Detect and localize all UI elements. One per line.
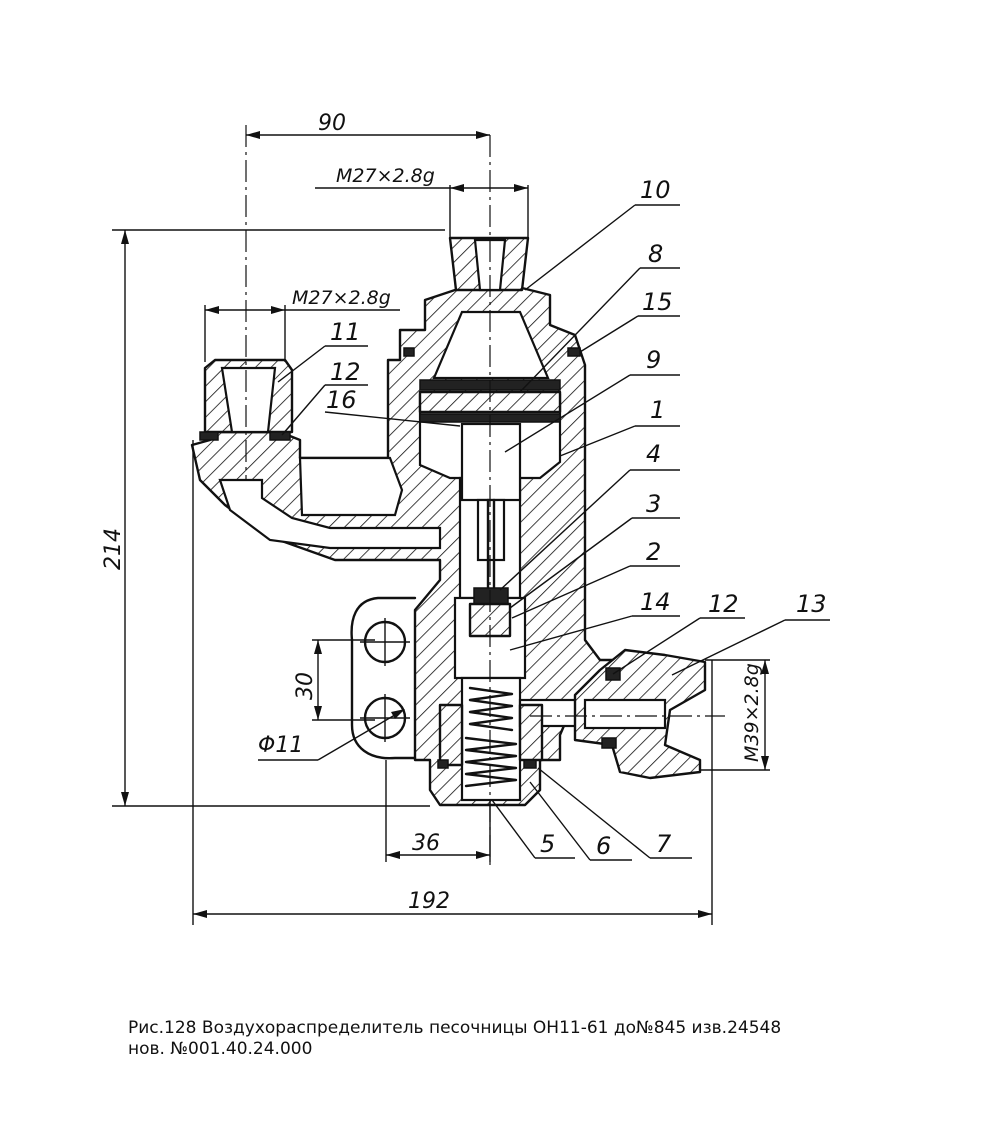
svg-text:10: 10 [640,176,671,204]
callout-2: 2 [511,538,680,619]
dim-214-label: 214 [101,528,126,570]
seal-left-top [403,347,415,357]
svg-text:5: 5 [540,830,555,858]
right-thread-label: M39×2.8g [741,663,763,762]
left-thread-label: M27×2.8g [292,287,391,309]
figure-caption: Рис.128 Воздухораспределитель песочницы … [128,1018,888,1060]
dim-90-label: 90 [318,111,346,136]
svg-text:7: 7 [656,830,672,858]
svg-text:14: 14 [640,588,671,616]
svg-text:15: 15 [642,288,673,316]
callout-10: 10 [524,176,680,291]
svg-text:3: 3 [646,490,661,518]
seal-7 [523,759,537,769]
svg-text:13: 13 [796,590,827,618]
right-fitting [573,648,707,780]
callout-15: 15 [579,288,680,353]
callout-16: 16 [324,386,461,427]
dimension-214: 214 [101,229,445,807]
dimension-90: 90 [246,111,490,139]
svg-text:6: 6 [596,832,611,860]
callout-6: 6 [529,781,632,861]
caption-line-1: Рис.128 Воздухораспределитель песочницы … [128,1018,782,1038]
dimension-36: 36 [385,760,491,862]
mounting-lug [350,596,417,760]
air-channel [218,478,442,550]
top-thread-label: M27×2.8g [336,165,435,187]
callout-7: 7 [537,767,692,859]
springs [438,686,544,788]
callout-4: 4 [499,440,680,591]
svg-text:2: 2 [646,538,661,566]
channel-pocket [298,456,404,517]
left-fitting [199,358,294,441]
svg-text:4: 4 [646,440,661,468]
dimension-left-thread: M27×2.8g [204,287,400,362]
dimension-hole: Φ11 [258,709,405,761]
svg-text:12: 12 [708,590,739,618]
dimension-top-thread: M27×2.8g [315,165,529,238]
seal-lower-left [437,759,449,769]
callout-9: 9 [504,346,680,453]
svg-text:8: 8 [648,240,663,268]
svg-text:16: 16 [326,386,357,414]
callout-3: 3 [509,490,680,609]
callout-1: 1 [559,396,680,457]
callout-12-right: 12 [612,590,745,675]
caption-line-2: нов. №001.40.24.000 [128,1039,313,1059]
svg-text:1: 1 [650,396,665,424]
callout-13: 13 [671,590,830,676]
dimension-30: 30 [293,639,375,721]
svg-text:11: 11 [330,318,361,346]
callout-11: 11 [277,318,368,383]
callout-5: 5 [491,799,575,859]
dimension-192: 192 [192,440,713,925]
dimension-right-thread: M39×2.8g [700,659,770,771]
dim-30-label: 30 [293,672,318,700]
callout-12-left: 12 [281,358,368,436]
hole-label: Φ11 [258,733,303,758]
dim-36-label: 36 [412,831,440,856]
dim-192-label: 192 [408,889,450,914]
seal-15 [567,347,581,357]
callout-8: 8 [519,240,680,393]
callout-14: 14 [509,588,680,651]
svg-text:9: 9 [646,346,661,374]
svg-text:12: 12 [330,358,361,386]
